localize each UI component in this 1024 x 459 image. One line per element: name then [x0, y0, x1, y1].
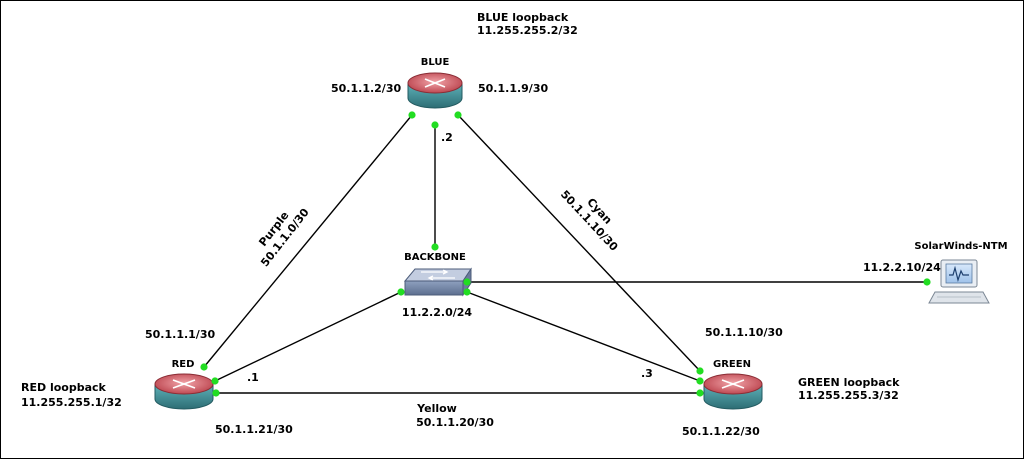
device-name: BLUE — [421, 57, 450, 68]
device-name: RED — [172, 359, 195, 370]
loopback-green: GREEN loopback 11.255.255.3/32 — [798, 376, 900, 402]
interface-labels: 50.1.1.2/30 50.1.1.9/30 .2 50.1.1.1/30 .… — [145, 82, 783, 438]
loopback-red: RED loopback 11.255.255.1/32 — [21, 381, 122, 409]
loopback-blue: BLUE loopback 11.255.255.2/32 — [477, 11, 578, 37]
router-icon — [154, 373, 214, 410]
link-purple[interactable] — [203, 114, 413, 368]
router-red[interactable]: RED — [154, 359, 214, 410]
link-cyan[interactable] — [457, 114, 701, 372]
port-dot — [463, 278, 471, 286]
port-dot — [212, 389, 220, 397]
green-yellow-address: 50.1.1.22/30 — [682, 425, 760, 438]
device-name: BACKBONE — [404, 252, 466, 263]
loopback-title: BLUE loopback — [477, 11, 569, 24]
device-name: GREEN — [713, 359, 751, 370]
port-dot — [431, 243, 439, 251]
loopback-address: 11.255.255.1/32 — [21, 396, 122, 409]
port-dot — [211, 377, 219, 385]
loopback-title: RED loopback — [21, 381, 107, 394]
port-dot — [696, 367, 704, 375]
green-backbone-host: .3 — [641, 367, 653, 380]
port-dot — [454, 111, 462, 119]
cyan-link-label: Cyan 50.1.1.10/30 — [558, 188, 621, 254]
port-dot — [200, 363, 208, 371]
router-green[interactable]: GREEN — [703, 359, 763, 410]
blue-cyan-address: 50.1.1.9/30 — [478, 82, 548, 95]
loopback-address: 11.255.255.3/32 — [798, 389, 899, 402]
loopback-title: GREEN loopback — [798, 376, 900, 389]
port-dot — [696, 389, 704, 397]
backbone-subnet: 11.2.2.0/24 — [402, 306, 472, 319]
port-markers — [200, 111, 931, 397]
port-dot — [923, 278, 931, 286]
router-icon — [703, 373, 763, 410]
red-purple-address: 50.1.1.1/30 — [145, 328, 215, 341]
solarwinds-host[interactable]: SolarWinds-NTM 11.2.2.10/24 — [863, 241, 1008, 304]
switch-icon — [403, 267, 472, 297]
solarwinds-address: 11.2.2.10/24 — [863, 261, 941, 274]
links — [203, 114, 927, 394]
link-labels: Purple 50.1.1.0/30 Cyan 50.1.1.10/30 Yel… — [256, 188, 621, 429]
router-icon — [407, 72, 463, 109]
red-yellow-address: 50.1.1.21/30 — [215, 423, 293, 436]
yellow-link-label: Yellow 50.1.1.20/30 — [416, 402, 494, 429]
link-green-backbone[interactable] — [466, 291, 701, 382]
green-cyan-address: 50.1.1.10/30 — [705, 326, 783, 339]
port-dot — [431, 121, 439, 129]
red-backbone-host: .1 — [247, 371, 259, 384]
loopback-address: 11.255.255.2/32 — [477, 24, 578, 37]
link-name: Yellow — [416, 402, 457, 415]
purple-link-label: Purple 50.1.1.0/30 — [256, 206, 312, 270]
link-subnet: 50.1.1.20/30 — [416, 416, 494, 429]
port-dot — [463, 288, 471, 296]
link-red-backbone[interactable] — [214, 291, 402, 382]
port-dot — [397, 288, 405, 296]
port-dot — [408, 111, 416, 119]
device-name: SolarWinds-NTM — [914, 241, 1007, 252]
port-dot — [696, 377, 704, 385]
blue-purple-address: 50.1.1.2/30 — [331, 82, 401, 95]
monitor-icon — [928, 259, 990, 304]
switch-backbone[interactable]: BACKBONE 11.2.2.0/24 — [402, 252, 472, 319]
blue-backbone-host: .2 — [441, 131, 453, 144]
router-blue[interactable]: BLUE — [407, 57, 463, 109]
